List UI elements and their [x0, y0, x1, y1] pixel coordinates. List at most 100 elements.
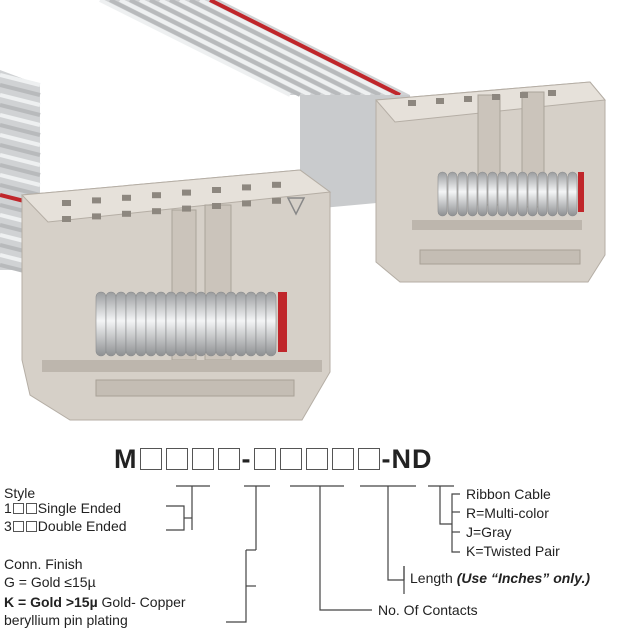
part-suffix: -ND [381, 444, 433, 474]
wire-coil [547, 171, 558, 217]
finish-gold-standard: G = Gold ≤15µ [4, 574, 96, 590]
wire-coil [557, 171, 568, 217]
style-double: 3 Double Ended [4, 518, 127, 534]
pin-hole [122, 210, 131, 217]
pin-hole [464, 96, 472, 102]
wire-coil [165, 291, 177, 357]
wire-coil [457, 171, 468, 217]
wire-coil [537, 171, 548, 217]
cable-strand [0, 143, 41, 157]
wire-coil [225, 291, 237, 357]
cable-strand [109, 0, 301, 97]
pin-hole [212, 187, 221, 193]
wire-coil [507, 171, 518, 217]
wire-coil [195, 291, 207, 357]
ribbon-title: Ribbon Cable [466, 486, 551, 502]
ribbon-cable [0, 0, 410, 277]
cable-strand [199, 0, 391, 97]
cable-strand [0, 73, 41, 87]
cable-strand [0, 83, 41, 97]
wire-coil [135, 291, 147, 357]
cable-strand [129, 0, 321, 97]
style-single-label: Single Ended [37, 500, 122, 516]
cable-strand [0, 123, 41, 137]
style-single-code: 1 [4, 500, 12, 516]
cable-strand [179, 0, 371, 97]
wire-coil [527, 171, 538, 217]
wire-coil [95, 291, 107, 357]
part-number: M--ND [114, 444, 433, 474]
pin-hole [272, 197, 281, 204]
digit-box [357, 448, 380, 470]
cable-strand [0, 153, 41, 167]
pin-hole [408, 100, 416, 106]
cable-strand [0, 93, 41, 107]
pin-hole [62, 200, 71, 206]
wire-coil [155, 291, 167, 357]
digit-box [139, 448, 162, 470]
digit-box [165, 448, 188, 470]
wire-coil [215, 291, 227, 357]
ribbon-multicolor: R=Multi-color [466, 505, 549, 521]
digit-box [25, 521, 37, 532]
cable-strand [119, 0, 311, 97]
right-connector [374, 81, 606, 283]
pin-hole [152, 208, 161, 215]
wire-coil [467, 171, 478, 217]
pin-hole [182, 189, 191, 196]
pin-hole [548, 90, 556, 96]
length-text: Length [410, 570, 457, 586]
digit-box [25, 503, 37, 514]
pin-hole [520, 92, 528, 98]
finish-gold-high-rest: Gold- Copper [97, 594, 186, 610]
style-title: Style [4, 485, 36, 501]
wire-coil [125, 291, 137, 357]
wire-coil [235, 291, 247, 357]
cable-strand [209, 0, 401, 97]
pin-hole [242, 200, 251, 207]
wire-coil [487, 171, 498, 217]
digit-box [253, 448, 276, 470]
style-single: 1 Single Ended [4, 500, 121, 516]
wire-coil [105, 291, 117, 357]
digit-box [217, 448, 240, 470]
wire-coil [115, 291, 127, 357]
wire-coil [447, 171, 458, 217]
length-note: (Use “Inches” only.) [456, 570, 591, 586]
part-dash: - [241, 444, 252, 474]
pin-hole [242, 184, 251, 191]
cable-assembly-illustration [0, 0, 606, 421]
ribbon-gray: J=Gray [466, 524, 512, 540]
digit-box [12, 521, 24, 532]
pin-hole [152, 192, 161, 199]
pin-hole [436, 98, 444, 104]
finish-gold-high-code: K = Gold >15µ [4, 594, 98, 610]
digit-box [331, 448, 354, 470]
style-double-code: 3 [4, 518, 12, 534]
cable-strand [0, 183, 41, 197]
wire-coil [205, 291, 217, 357]
pin-hole [92, 197, 101, 204]
wire-coil [255, 291, 267, 357]
finish-gold-high: K = Gold >15µ Gold- Copper [4, 594, 186, 610]
pin-hole [492, 94, 500, 100]
pin-hole [182, 205, 191, 212]
cable-strand [159, 0, 351, 97]
cable-strand [0, 133, 41, 147]
pin-hole [212, 203, 221, 209]
cable-strand [139, 0, 331, 97]
cable-strand [189, 0, 381, 97]
pin-hole [272, 181, 281, 188]
cable-strand [0, 173, 41, 187]
style-double-label: Double Ended [37, 518, 127, 534]
wire-coil [477, 171, 488, 217]
finish-gold-high-line2: beryllium pin plating [4, 612, 128, 628]
length-label: Length (Use “Inches” only.) [410, 570, 590, 586]
ribbon-twisted-pair: K=Twisted Pair [466, 543, 560, 559]
digit-box [191, 448, 214, 470]
wire-coil [517, 171, 528, 217]
pin-hole [122, 194, 131, 201]
wire-coil [265, 291, 277, 357]
pin-hole [92, 213, 101, 220]
